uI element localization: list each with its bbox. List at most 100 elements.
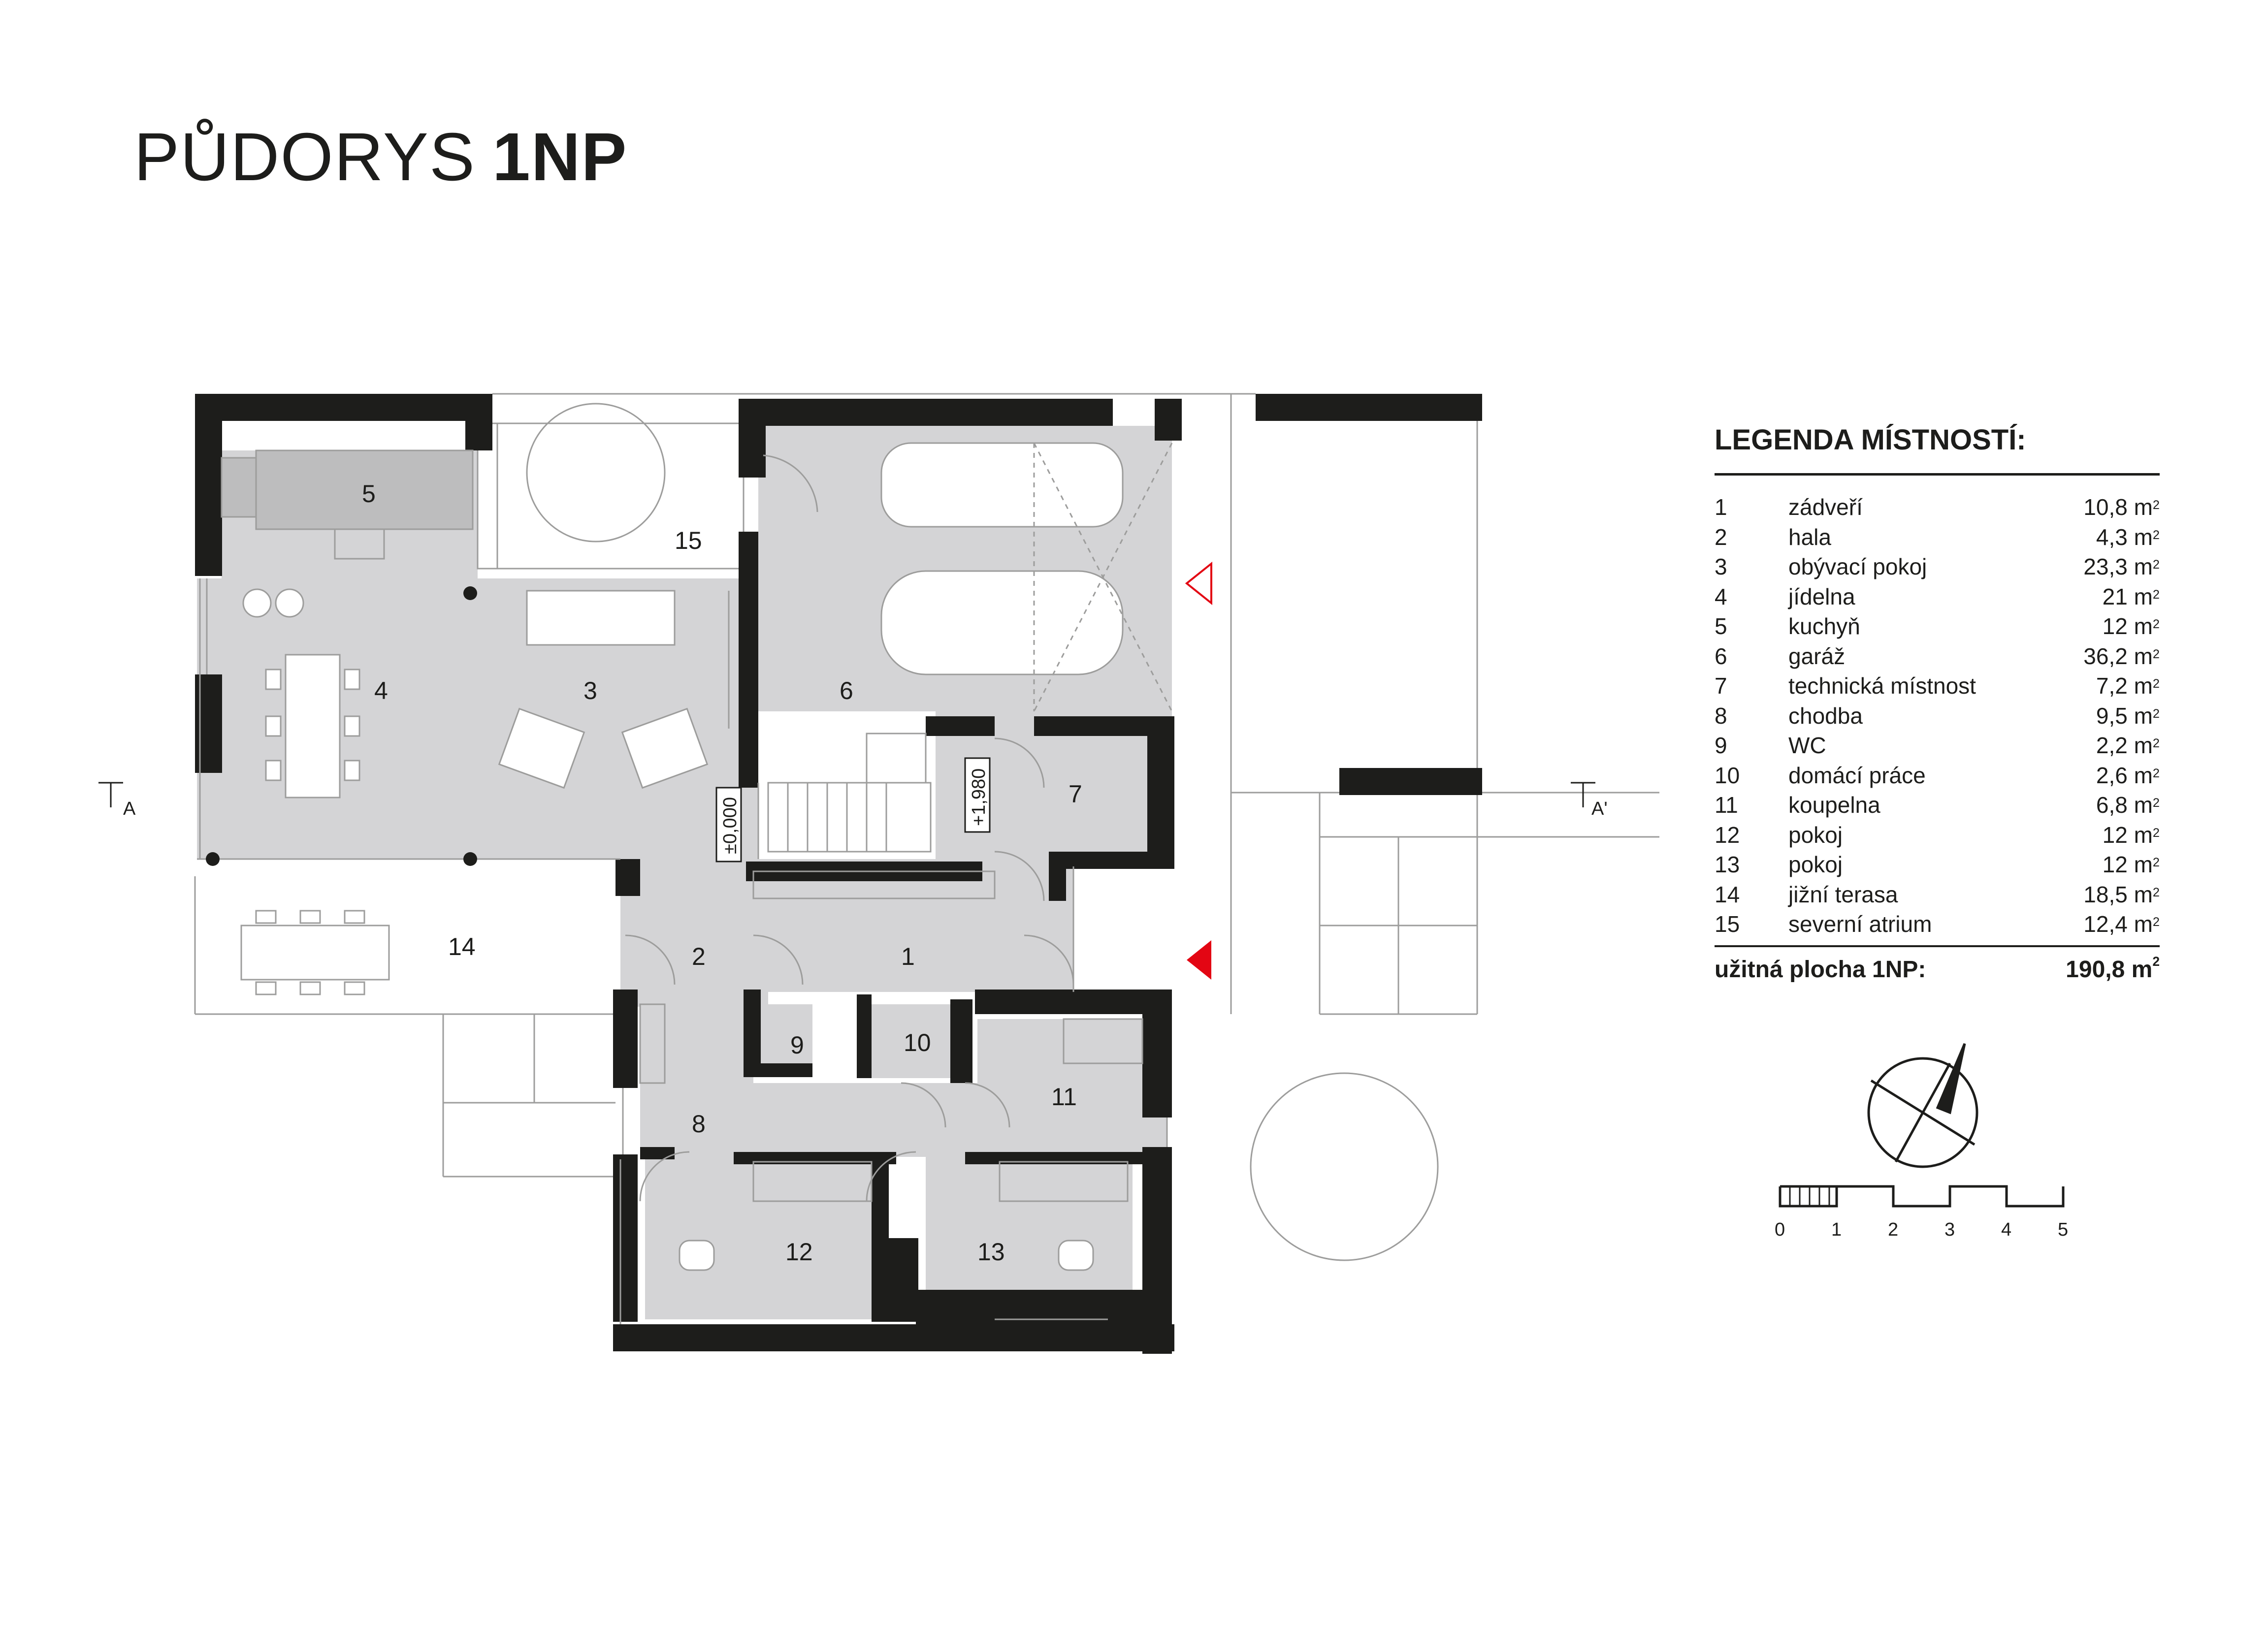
room-label: 6 <box>840 677 853 704</box>
room-area: 12 m2 <box>2102 822 2160 848</box>
terrace-table <box>240 910 390 995</box>
room-label: 10 <box>904 1029 931 1056</box>
room-number: 11 <box>1715 792 1738 818</box>
room-area: 2,6 m2 <box>2096 762 2160 788</box>
room-area: 4,3 m2 <box>2096 524 2160 550</box>
room-area: 7,2 m2 <box>2096 673 2160 699</box>
room-name: chodba <box>1788 702 1863 729</box>
room-label: 9 <box>790 1031 804 1059</box>
legend-heading: LEGENDA MÍSTNOSTÍ: <box>1715 424 2026 456</box>
room-name: kuchyň <box>1788 613 1860 639</box>
door-swings <box>625 454 1074 1202</box>
room-area: 10,8 m2 <box>2083 494 2160 520</box>
room-name: severní atrium <box>1788 911 1932 937</box>
room-label: 7 <box>1069 780 1082 808</box>
total-label: užitná plocha 1NP: <box>1715 956 1926 983</box>
room-number: 2 <box>1715 524 1727 550</box>
dining-table <box>265 654 360 798</box>
room-name: koupelna <box>1788 792 1880 818</box>
scale-tick: 2 <box>1888 1219 1898 1240</box>
kitchen-units <box>206 449 477 866</box>
room-label: 11 <box>1051 1083 1077 1111</box>
entrance-icon <box>1185 561 1212 980</box>
room-label: 14 <box>448 933 476 960</box>
room-name: obývací pokoj <box>1788 554 1927 579</box>
floor-areas <box>197 426 1172 1319</box>
section-right-label: A' <box>1591 798 1608 819</box>
room-number: 4 <box>1715 583 1727 609</box>
room-number: 1 <box>1715 494 1727 520</box>
level-tags <box>715 757 991 862</box>
legend-row: 10 domácí práce 2,6 m2 <box>1715 761 2160 791</box>
bedroom-chairs <box>679 1240 1094 1271</box>
room-area: 23,3 m2 <box>2083 554 2160 579</box>
legend-row: 14 jižní terasa 18,5 m2 <box>1715 880 2160 910</box>
room-number: 5 <box>1715 613 1727 639</box>
room-label: 3 <box>583 677 597 704</box>
room-name: garáž <box>1788 643 1846 669</box>
glazing <box>197 578 1168 1324</box>
section-marker-icon <box>98 782 1595 807</box>
room-label: 13 <box>977 1238 1005 1266</box>
room-name: domácí práce <box>1788 762 1926 788</box>
room-number: 9 <box>1715 733 1727 758</box>
level-tag-entry: ±0,000 <box>720 797 741 854</box>
atrium <box>477 422 745 570</box>
scale-tick: 3 <box>1944 1219 1955 1240</box>
room-name: pokoj <box>1788 852 1843 877</box>
room-name: WC <box>1788 733 1826 758</box>
legend-row: 1 zádveří 10,8 m2 <box>1715 492 2160 522</box>
room-area: 36,2 m2 <box>2083 643 2160 669</box>
closets <box>639 870 1143 1202</box>
room-label: 8 <box>692 1110 706 1138</box>
room-area: 9,5 m2 <box>2096 702 2160 729</box>
north-arrow-icon <box>1867 1043 1978 1168</box>
scale-tick: 1 <box>1831 1219 1842 1240</box>
legend-divider <box>1715 473 2160 476</box>
room-label: 4 <box>374 677 388 704</box>
room-label: 15 <box>675 527 702 554</box>
room-name: jižní terasa <box>1788 881 1898 907</box>
room-name: technická místnost <box>1788 673 1976 699</box>
scale-ticks: 0 1 2 3 4 5 <box>1775 1219 2068 1240</box>
room-label: 12 <box>785 1238 813 1266</box>
legend-row: 5 kuchyň 12 m2 <box>1715 611 2160 641</box>
walls <box>195 394 1482 1354</box>
scale-tick: 0 <box>1775 1219 1785 1240</box>
room-name: jídelna <box>1788 583 1855 609</box>
room-area: 12 m2 <box>2102 613 2160 639</box>
room-number: 13 <box>1715 852 1740 877</box>
section-left-label: A <box>123 798 136 819</box>
title-level: 1NP <box>492 119 628 195</box>
room-number: 10 <box>1715 762 1740 788</box>
room-area: 18,5 m2 <box>2083 881 2160 907</box>
legend-row: 8 chodba 9,5 m2 <box>1715 701 2160 731</box>
legend-row: 6 garáž 36,2 m2 <box>1715 641 2160 671</box>
room-area: 6,8 m2 <box>2096 792 2160 818</box>
room-label: 2 <box>692 943 706 970</box>
scale-tick: 5 <box>2058 1219 2068 1240</box>
room-label: 1 <box>901 943 915 970</box>
living-furniture <box>498 590 709 789</box>
scale-bar <box>1779 1185 2065 1208</box>
room-number: 6 <box>1715 643 1727 669</box>
scale-tick: 4 <box>2001 1219 2011 1240</box>
room-number: 15 <box>1715 911 1740 937</box>
room-number: 8 <box>1715 702 1727 729</box>
room-number: 14 <box>1715 881 1740 907</box>
garage-cars <box>880 442 1173 712</box>
room-number: 12 <box>1715 822 1740 848</box>
legend-row: 11 koupelna 6,8 m2 <box>1715 790 2160 820</box>
room-name: zádveří <box>1788 494 1863 520</box>
tree-icon <box>526 403 1439 1261</box>
